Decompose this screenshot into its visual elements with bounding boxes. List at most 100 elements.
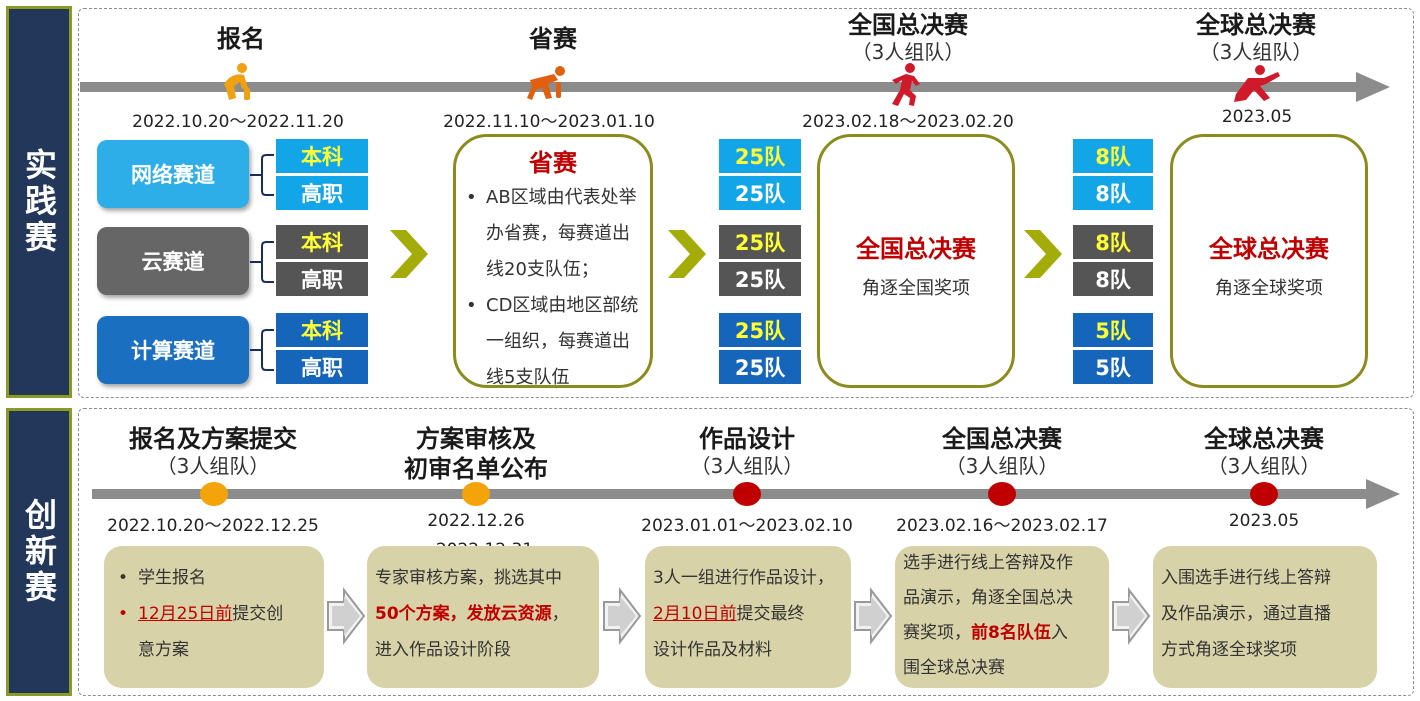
track-network: 网络赛道: [97, 140, 249, 208]
track-label: 计算赛道: [131, 339, 215, 363]
global-count: 8队: [1095, 231, 1131, 255]
innovation-stage: 全球总决赛 （3人组队）: [1204, 424, 1324, 478]
card-text: ，: [551, 604, 569, 624]
track-label: 网络赛道: [131, 163, 215, 187]
global-count-badge: 8队: [1073, 176, 1153, 210]
milestone-dot: [1250, 482, 1278, 506]
innovation-stage-date: 2022.10.20～2022.12.25: [107, 516, 319, 536]
track-label: 云赛道: [141, 250, 205, 274]
innovation-caption-text: 创新赛: [20, 498, 58, 606]
practice-stage-date: 2023.02.18～2023.02.20: [802, 112, 1014, 132]
card-text: 专家审核方案，挑选其中: [375, 568, 562, 588]
long-jump-athlete-icon: [1234, 65, 1280, 102]
card-line: 2月10日前提交最终: [653, 596, 843, 632]
innovation-stage-title: 作品设计: [698, 425, 795, 453]
milestone-dot: [200, 482, 228, 506]
card-text: 选手进行线上答辩及作: [903, 553, 1073, 573]
level-badge-label: 本科: [301, 231, 343, 255]
global-count-badge: 8队: [1073, 225, 1153, 259]
innovation-stage-sub: （3人组队）: [156, 454, 270, 478]
innovation-stage-date: 2023.05: [1228, 511, 1300, 531]
innovation-stage-title: 全球总决赛: [1204, 425, 1324, 453]
practice-caption: 实践赛: [6, 6, 72, 398]
sprint-start-athlete-icon: [527, 66, 565, 100]
card-highlight: 前8名队伍: [971, 623, 1051, 643]
innovation-stage: 作品设计 （3人组队）: [691, 424, 804, 478]
provincial-rules: AB区域由代表处举办省赛，每赛道出线20支队伍； CD区域由地区部统一组织，每赛…: [456, 180, 650, 396]
arrow-right-icon: [854, 587, 893, 645]
practice-stage-date: 2023.05: [1221, 107, 1293, 127]
card-text: 入: [1050, 623, 1068, 643]
global-count: 8队: [1095, 145, 1131, 169]
card-text: 意方案: [138, 640, 189, 660]
provincial-rule: CD区域由地区部统一组织，每赛道出线5支队伍: [456, 288, 640, 396]
milestone-dot: [988, 482, 1016, 506]
national-count: 25队: [734, 268, 786, 292]
card-text: 品演示，角逐全国总决: [903, 588, 1073, 608]
practice-stage-global: 全球总决赛 （3人组队）: [1196, 10, 1316, 64]
card-highlight: 50个方案，发放云资源: [375, 604, 552, 624]
track-computing: 计算赛道: [97, 316, 249, 384]
global-count-badge: 8队: [1073, 139, 1153, 173]
arrow-right-icon: [327, 587, 366, 645]
practice-caption-text: 实践赛: [20, 148, 58, 256]
global-count-badge: 5队: [1073, 313, 1153, 347]
innovation-stage-sub: （3人组队）: [690, 454, 804, 478]
practice-stage-sub: （3人组队）: [1199, 40, 1313, 64]
card-text: 提交创: [232, 604, 284, 624]
innovation-card-global: 入围选手进行线上答辩 及作品演示，通过直播 方式角逐全球奖项: [1153, 546, 1377, 688]
provincial-card-title: 省赛: [529, 149, 577, 177]
level-badge: 高职: [276, 176, 368, 210]
practice-stage-sub: （3人组队）: [851, 40, 965, 64]
card-line: 50个方案，发放云资源，: [375, 596, 591, 632]
innovation-stage-title: 初审名单公布: [404, 455, 548, 483]
card-line: 学生报名: [112, 560, 316, 596]
card-text: 学生报名: [138, 568, 206, 588]
card-text: 设计作品及材料: [653, 640, 772, 660]
level-badge: 高职: [276, 350, 368, 384]
innovation-card-design: 3人一组进行作品设计， 2月10日前提交最终 设计作品及材料: [645, 546, 851, 688]
innovation-stage-date: 2023.02.16～2023.02.17: [896, 516, 1108, 536]
milestone-dot: [462, 482, 490, 506]
innovation-panel: [78, 408, 1414, 696]
innovation-caption: 创新赛: [6, 408, 72, 696]
card-text: 提交最终: [736, 604, 805, 624]
card-line: 赛奖项，前8名队伍入: [903, 616, 1101, 651]
running-athlete-icon: [892, 63, 920, 106]
global-count: 8队: [1095, 182, 1131, 206]
level-badge: 本科: [276, 313, 368, 347]
level-badge-label: 高职: [301, 356, 343, 380]
global-final-title: 全球总决赛: [1209, 235, 1329, 263]
practice-stage-provincial: 省赛: [529, 24, 577, 54]
global-count: 8队: [1095, 268, 1131, 292]
card-text: 围全球总决赛: [903, 658, 1005, 678]
level-badge: 高职: [276, 262, 368, 296]
card-text: 及作品演示，通过直播: [1161, 604, 1331, 624]
practice-stage-date: 2022.11.10～2023.01.10: [443, 112, 655, 132]
global-count: 5队: [1095, 356, 1131, 380]
provincial-card: 省赛 AB区域由代表处举办省赛，每赛道出线20支队伍； CD区域由地区部统一组织…: [453, 134, 653, 388]
card-text: 方式角逐全球奖项: [1161, 640, 1297, 660]
global-final-sub: 角逐全球奖项: [1215, 278, 1323, 299]
practice-stage-title: 全国总决赛: [848, 11, 968, 39]
national-count: 25队: [734, 319, 786, 343]
practice-stage-national: 全国总决赛 （3人组队）: [848, 10, 968, 64]
practice-stage-date: 2022.10.20～2022.11.20: [132, 112, 344, 132]
card-text: 赛奖项，: [903, 623, 971, 643]
innovation-stage-sub: （3人组队）: [945, 454, 1059, 478]
practice-timeline-arrow: [80, 72, 1390, 102]
milestone-dot: [733, 482, 761, 506]
innovation-card-review: 专家审核方案，挑选其中 50个方案，发放云资源， 进入作品设计阶段: [367, 546, 599, 688]
national-count-badge: 25队: [719, 176, 801, 210]
innovation-stage: 全国总决赛 （3人组队）: [942, 424, 1062, 478]
national-final-sub: 角逐全国奖项: [862, 278, 970, 299]
innovation-card-national: 选手进行线上答辩及作 品演示，角逐全国总决 赛奖项，前8名队伍入 围全球总决赛: [895, 546, 1109, 688]
crouching-athlete-icon: [224, 63, 250, 100]
level-badge-label: 本科: [301, 319, 343, 343]
level-badge-label: 高职: [301, 268, 343, 292]
national-count: 25队: [734, 145, 786, 169]
card-text: 入围选手进行线上答辩: [1161, 568, 1331, 588]
innovation-stage-title: 报名及方案提交: [129, 425, 297, 453]
card-deadline: 12月25日前: [138, 604, 233, 624]
